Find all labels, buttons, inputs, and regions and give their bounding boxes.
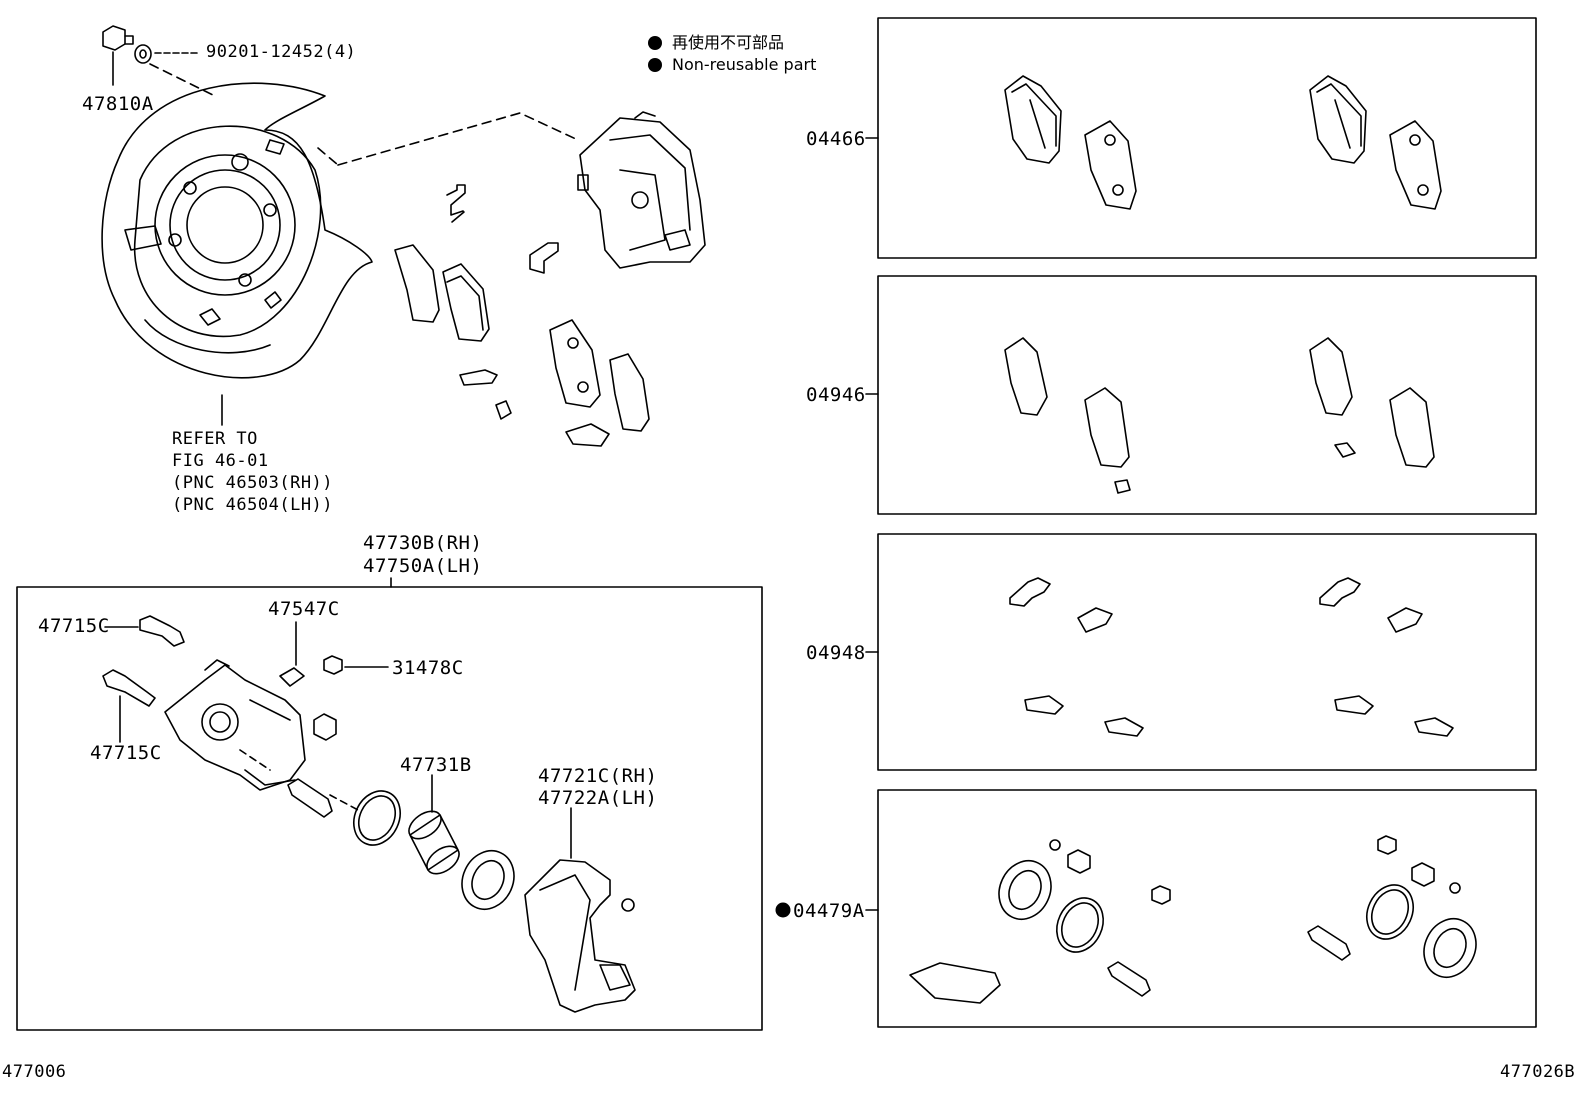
label-31478C[interactable]: 31478C [392,657,464,679]
kit-panel-04479A [878,790,1536,1027]
refer-line-2[interactable]: FIG 46-01 [172,451,269,471]
non-reusable-marker [775,902,791,918]
footer-code-left: 477006 [2,1062,67,1082]
boot-drawing [453,842,524,918]
legend-dot-icon [648,36,662,50]
caliper-body-drawing [165,660,305,790]
cap-31478C-drawing [324,656,388,674]
bolt-47810A-drawing [103,26,133,85]
footer-code-right: 477026B [1500,1062,1576,1082]
label-47715C-top[interactable]: 47715C [38,615,110,637]
legend-line-en: Non-reusable part [648,55,816,74]
piston-seal-drawing [345,783,409,852]
label-47810A[interactable]: 47810A [82,93,154,115]
seal-kit-04479A-drawing [910,836,1485,1003]
dust-shield-drawing [102,83,372,378]
label-04466[interactable]: 04466 [806,128,866,150]
guide-pin-bottom-drawing [103,670,155,742]
label-47547C[interactable]: 47547C [268,598,340,620]
caliper-assembly-drawing [578,112,705,268]
legend-line-jp: 再使用不可部品 [648,29,784,53]
label-04479A[interactable]: 04479A [793,900,865,922]
label-90201[interactable]: 90201-12452(4) [206,42,357,62]
label-47721C[interactable]: 47721C(RH) [538,765,658,787]
label-47750A[interactable]: 47750A(LH) [363,555,483,577]
bushing-drawing [314,714,336,740]
clips-04948-drawing [1010,578,1453,736]
piston-47731B-drawing [404,775,464,879]
label-47730B[interactable]: 47730B(RH) [363,532,483,554]
kit-panel-04946 [878,276,1536,514]
label-04948[interactable]: 04948 [806,642,866,664]
label-47722A[interactable]: 47722A(LH) [538,787,658,809]
label-04946[interactable]: 04946 [806,384,866,406]
caliper-detail-box [17,587,762,1030]
refer-line-3: (PNC 46503(RH)) [172,473,334,493]
shims-04946-drawing [1005,338,1434,493]
label-47731B[interactable]: 47731B [400,754,472,776]
washer-90201-drawing [135,45,200,63]
slide-pin-drawing [288,779,332,817]
legend-en-text: Non-reusable part [672,55,817,74]
legend-dot-icon [648,58,662,72]
pad-set-middle-drawing [395,185,649,446]
refer-line-4: (PNC 46504(LH)) [172,495,334,515]
refer-line-1: REFER TO [172,429,258,449]
guide-pin-top-drawing [105,616,184,646]
kit-panel-04466 [878,18,1536,258]
label-47715C-bottom[interactable]: 47715C [90,742,162,764]
mounting-bracket-drawing [525,808,635,1012]
plug-drawing [622,899,634,911]
bleeder-47547C-drawing [280,622,304,686]
legend-jp-text: 再使用不可部品 [672,33,785,52]
pads-04466-drawing [1005,76,1441,209]
